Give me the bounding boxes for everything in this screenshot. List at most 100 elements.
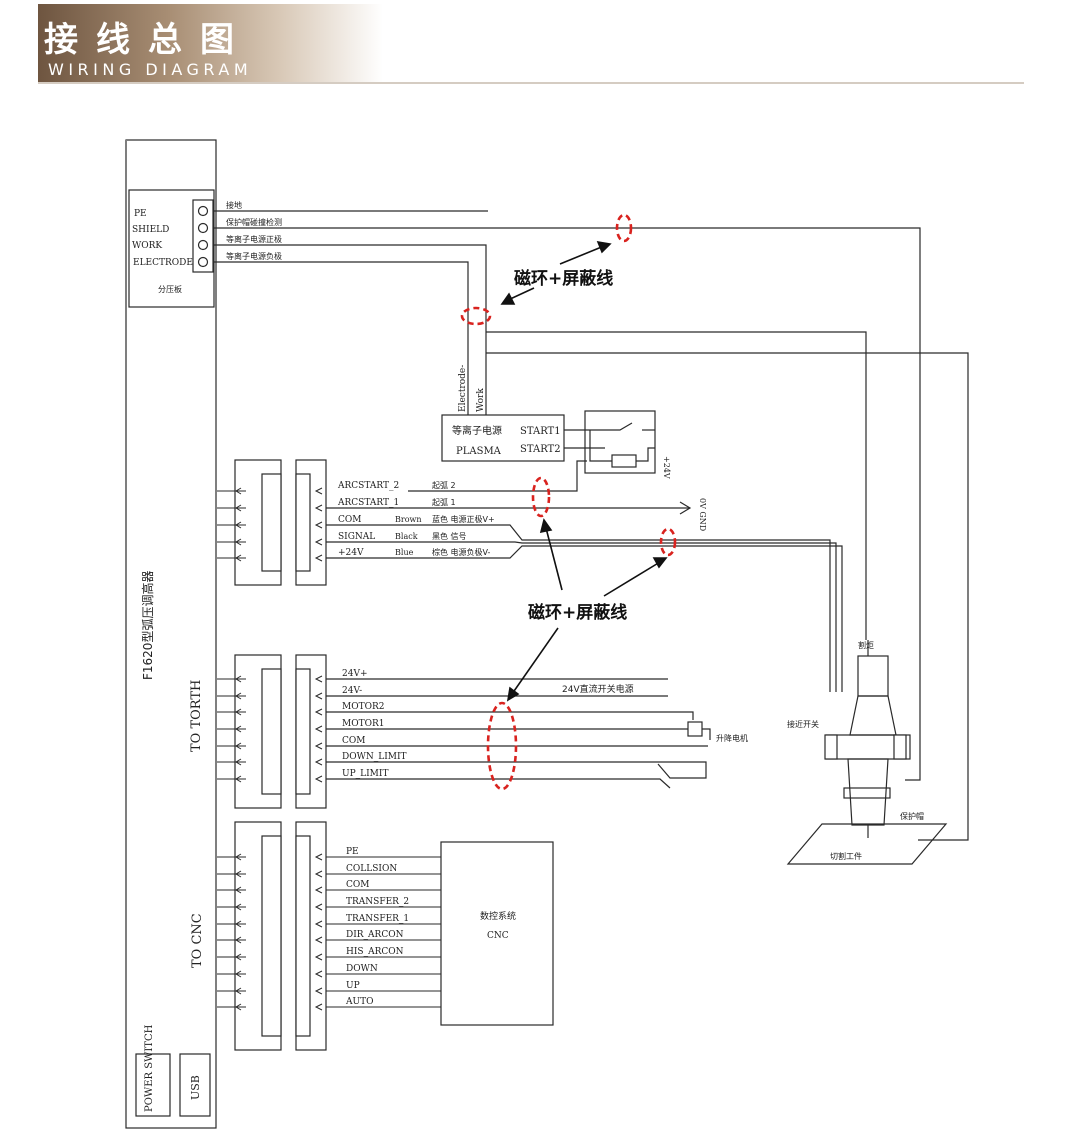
- plasma-name-zh: 等离子电源: [452, 424, 502, 437]
- pin-label: ARCSTART_1: [337, 498, 399, 508]
- torch-body: [857, 655, 889, 697]
- pin-arrow-left: [235, 953, 242, 961]
- workpiece: [786, 823, 948, 865]
- usb-label: USB: [189, 1075, 202, 1100]
- plasma-start1: START1: [520, 426, 561, 437]
- controller-name: F1620型弧压调高器: [140, 571, 155, 680]
- pin-arrow-right: [314, 936, 323, 944]
- wire-note: 黑色 信号: [432, 531, 467, 541]
- pin-arrow-right: [314, 742, 323, 750]
- wire-note: 蓝色 电源正极V+: [432, 514, 495, 524]
- pin-label: MOTOR1: [342, 719, 384, 729]
- proximity-switch-label: 接近开关: [787, 719, 819, 729]
- terminal-pe: [197, 205, 209, 217]
- pin-arrow-right: [314, 870, 323, 878]
- pin-label: COM: [338, 515, 361, 525]
- shield-marker-5: [486, 701, 518, 791]
- pin-label: PE: [346, 847, 359, 857]
- pin-label: COM: [342, 736, 365, 746]
- wire-note: 起弧 2: [432, 480, 456, 490]
- divider-board-label: 分压板: [158, 284, 182, 294]
- plasma-power-box: [441, 414, 565, 462]
- divider-terminal-pe: PE: [134, 209, 147, 219]
- divider-terminal-shield: SHIELD: [132, 225, 169, 235]
- pin-label: HIS_ARCON: [346, 947, 404, 957]
- protective-cap-label: 保护帽: [900, 811, 924, 821]
- divider-wire-3: 等离子电源负极: [226, 251, 282, 261]
- work-label: Work: [476, 388, 486, 412]
- pin-label: ARCSTART_2: [337, 481, 399, 491]
- terminal-work: [197, 239, 209, 251]
- power-switch-box: [135, 1053, 171, 1117]
- wire-color-label: Black: [395, 532, 418, 541]
- pin-label: TRANSFER_1: [346, 914, 409, 924]
- pin-label: AUTO: [345, 997, 373, 1007]
- relay-label: +24V: [662, 456, 671, 479]
- pin-label: DOWN: [346, 964, 378, 974]
- pin-arrow-right: [314, 758, 323, 766]
- pin-label: COLLSION: [346, 864, 397, 874]
- page-subtitle: WIRING DIAGRAM: [48, 60, 253, 79]
- pin-arrow-left: [235, 870, 242, 878]
- cnc-system-en: CNC: [487, 931, 509, 941]
- pin-arrow-right: [314, 953, 323, 961]
- pin-arrow-right: [314, 1003, 323, 1011]
- pin-label: DOWN_LIMIT: [342, 752, 407, 762]
- psu-label: 24V直流开关电源: [562, 683, 634, 695]
- pin-arrow-right: [314, 692, 323, 700]
- pin-label: TRANSFER_2: [346, 897, 409, 907]
- shield-marker-4: [659, 527, 677, 557]
- shield-marker-1: [615, 213, 633, 243]
- terminal-electrode: [197, 256, 209, 268]
- pin-label: +24V: [338, 548, 364, 558]
- pin-arrow-left: [235, 886, 242, 894]
- plasma-start2: START2: [520, 444, 561, 455]
- workpiece-label: 切割工件: [830, 851, 862, 861]
- motor-label: 升降电机: [716, 733, 748, 743]
- pin-arrow-left: [235, 903, 242, 911]
- wire-color-label: Blue: [395, 548, 414, 557]
- pin-arrow-left: [235, 521, 242, 529]
- pin-arrow-left: [235, 987, 242, 995]
- to-torch-label: TO TORTH: [189, 680, 204, 752]
- cnc-system-box: [440, 841, 554, 1026]
- to-cnc-label: TO CNC: [190, 913, 205, 968]
- pin-arrow-right: [314, 725, 323, 733]
- pin-label: DIR_ARCON: [346, 930, 404, 940]
- divider-wire-1: 保护帽碰撞检测: [226, 217, 282, 227]
- pin-arrow-left: [235, 708, 242, 716]
- pin-label: UP: [346, 981, 360, 991]
- pin-arrow-right: [314, 521, 323, 529]
- pin-arrow-right: [314, 775, 323, 783]
- pin-arrow-left: [235, 692, 242, 700]
- pin-arrow-left: [235, 758, 242, 766]
- electrode-label: Electrode-: [458, 365, 468, 412]
- pin-arrow-left: [235, 487, 242, 495]
- divider-terminal-work: WORK: [132, 241, 162, 251]
- torch-label: 割炬: [858, 640, 874, 650]
- shield-annotation-2: 磁环+屏蔽线: [528, 602, 627, 623]
- pin-arrow-left: [235, 853, 242, 861]
- plasma-name-en: PLASMA: [456, 446, 502, 457]
- pin-arrow-left: [235, 1003, 242, 1011]
- pin-arrow-left: [235, 970, 242, 978]
- divider-wire-2: 等离子电源正极: [226, 234, 282, 244]
- wire-color-label: Brown: [395, 515, 422, 524]
- shield-marker-3: [531, 476, 551, 518]
- cnc-system-zh: 数控系统: [480, 910, 516, 922]
- pin-label: MOTOR2: [342, 702, 384, 712]
- pin-arrow-left: [235, 920, 242, 928]
- pin-arrow-right: [314, 554, 323, 562]
- terminal-shield: [197, 222, 209, 234]
- page-title: 接线总图: [44, 20, 252, 60]
- relay-box: [584, 410, 656, 474]
- divider-terminal-electrode: ELECTRODE: [133, 258, 193, 268]
- pin-arrow-right: [314, 853, 323, 861]
- pin-arrow-right: [314, 708, 323, 716]
- pin-arrow-left: [235, 742, 242, 750]
- pin-arrow-left: [235, 538, 242, 546]
- divider-board: [128, 189, 215, 308]
- pin-arrow-left: [235, 775, 242, 783]
- pin-arrow-left: [235, 725, 242, 733]
